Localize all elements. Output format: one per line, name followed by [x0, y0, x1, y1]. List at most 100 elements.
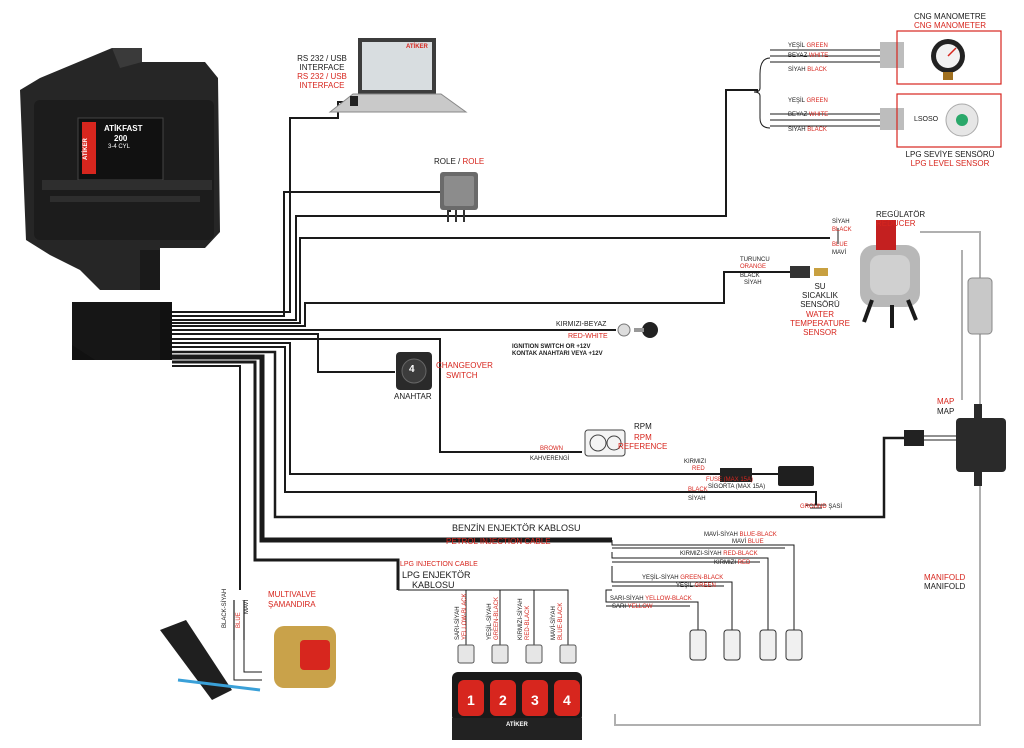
reducer-tr: REGÜLATÖR — [876, 210, 926, 219]
lpg-injector-wires — [398, 589, 569, 645]
ecu-model-3: 3-4 CYL — [108, 144, 131, 150]
multivalve-tr: ŞAMANDIRA — [268, 600, 316, 609]
rpm-label: RPM — [634, 422, 652, 431]
petrol-wire-4: KIRMIZI RED — [714, 560, 751, 566]
relay — [440, 172, 478, 222]
inj-wire-1-en: YELLOW-BLACK — [462, 593, 468, 640]
petrol-wire-1: MAVİ-SİYAH BLUE-BLACK — [704, 532, 777, 538]
cng-wire-green: YEŞİL GREEN — [788, 43, 828, 49]
map-tr: MAP — [937, 407, 955, 416]
inj-wire-3-tr: KIRMIZI-SİYAH — [518, 598, 524, 640]
water-tr-3: SENSÖRÜ — [800, 300, 840, 309]
lpg-injector-rail — [452, 672, 582, 740]
cng-wire-black: SİYAH BLACK — [788, 67, 827, 73]
multivalve-wire-1: BLACK-SİYAH — [222, 588, 228, 628]
injector-number-4: 4 — [563, 692, 571, 708]
interface-en-2: INTERFACE — [299, 81, 345, 90]
fuse-tr: SİGORTA (MAX 15A) — [708, 484, 766, 490]
cng-manometer-tr: CNG MANOMETRE — [914, 12, 986, 21]
petrol-wire-2: MAVİ BLUE — [732, 539, 764, 545]
ecu-unit — [20, 48, 220, 290]
injector-number-2: 2 — [499, 692, 507, 708]
gas-pipe — [614, 231, 981, 726]
petrol-cable-tr: BENZİN ENJEKTÖR KABLOSU — [452, 523, 581, 533]
fuse-kirmizi: KIRMIZI — [684, 459, 706, 465]
fuse-black: BLACK — [688, 487, 708, 493]
cng-manometer-en: CNG MANOMETER — [914, 21, 986, 30]
ignition-line-2: KONTAK ANAHTARI VEYA +12V — [512, 351, 603, 357]
gas-filter — [967, 277, 993, 335]
lpg-box — [896, 93, 1002, 148]
sensor-bracket — [753, 49, 900, 129]
map-en: MAP — [937, 397, 955, 406]
changeover-knob: 4 — [409, 364, 415, 375]
water-black: BLACK — [740, 273, 760, 279]
petrol-wire-5: YEŞİL-SİYAH GREEN-BLACK — [642, 575, 724, 581]
ignition-key — [642, 322, 658, 338]
lpg-sensor-device-text: LSOSO — [914, 116, 939, 123]
reducer-en: REDUCER — [876, 219, 916, 228]
inj-wire-1-tr: SARI-SİYAH — [455, 606, 461, 640]
fuse-en: FUSE (MAX 15A) — [706, 477, 754, 483]
rpm-brown: BROWN — [540, 446, 563, 452]
petrol-wires — [605, 540, 795, 630]
ignition-wire-tr: KIRMIZI-BEYAZ — [556, 321, 607, 328]
interface-tr-1: RS 232 / USB — [297, 54, 347, 63]
changeover-en-1: CHANGEOVER — [436, 361, 493, 370]
ignition-lock — [617, 323, 631, 337]
petrol-cable-en: PETROL INJECTION CABLE — [446, 537, 551, 546]
petrol-wire-6: YEŞİL GREEN — [676, 583, 716, 589]
map-sensor — [956, 418, 1006, 472]
changeover-en-2: SWITCH — [446, 371, 478, 380]
inj-wire-4-tr: MAVİ-SİYAH — [551, 606, 557, 640]
ecu-brand: ATİKER — [83, 138, 89, 160]
injector-number-3: 3 — [531, 692, 539, 708]
manifold-tr: MANIFOLD — [924, 582, 966, 591]
water-temp-connector — [790, 266, 810, 278]
lpg-sensor-tr: LPG SEVİYE SENSÖRÜ — [905, 150, 995, 159]
water-tr-1: SU — [814, 282, 826, 291]
water-en-2: TEMPERATURE — [790, 319, 850, 328]
lpg-sensor-en: LPG LEVEL SENSOR — [910, 159, 990, 168]
rpm-en-1: RPM — [634, 433, 652, 442]
lpg-cable-tr-2: KABLOSU — [412, 580, 455, 590]
ecu-model-1: ATİKFAST — [104, 124, 143, 133]
reducer-black: BLACK — [832, 227, 852, 233]
fuse-box — [778, 466, 814, 486]
interface-tr-2: INTERFACE — [299, 63, 345, 72]
reducer — [837, 220, 920, 328]
fuse-holder — [720, 468, 752, 482]
changeover-tr: ANAHTAR — [394, 392, 432, 401]
lpg-wire-black: SİYAH BLACK — [788, 127, 827, 133]
lpg-wire-green: YEŞİL GREEN — [788, 98, 828, 104]
multivalve-en: MULTIVALVE — [268, 590, 317, 599]
ignition-line-1: IGNITION SWITCH OR +12V — [512, 344, 591, 350]
fuse-red: RED — [692, 466, 705, 472]
manifold-en: MANIFOLD — [924, 573, 966, 582]
lpg-cable-tr-1: LPG ENJEKTÖR — [402, 570, 471, 580]
ignition-wire-en: RED-WHITE — [568, 333, 608, 340]
multivalve-wire-2: BLUE — [236, 612, 242, 628]
laptop — [328, 38, 468, 113]
water-orange: ORANGE — [740, 264, 767, 270]
interface-en-1: RS 232 / USB — [297, 72, 347, 81]
water-en-1: WATER — [806, 310, 834, 319]
role-label: ROLE / ROLE — [434, 157, 485, 166]
lpg-injector-plugs — [457, 644, 577, 664]
water-en-3: SENSOR — [803, 328, 837, 337]
fuse-siyah: SİYAH — [688, 496, 706, 502]
petrol-wire-7: SARI-SİYAH YELLOW-BLACK — [610, 596, 692, 602]
inj-wire-2-en: GREEN-BLACK — [494, 596, 500, 640]
petrol-wire-3: KIRMIZI-SİYAH RED-BLACK — [680, 551, 758, 557]
ecu-model-2: 200 — [114, 134, 128, 143]
petrol-injectors — [689, 629, 803, 661]
inj-wire-4-en: BLUE-BLACK — [558, 602, 564, 640]
water-tr-2: SICAKLIK — [801, 291, 838, 300]
laptop-logo: ATİKER — [406, 44, 428, 50]
inj-wire-3-en: RED-BLACK — [525, 605, 531, 640]
water-turuncu: TURUNCU — [740, 257, 770, 263]
inj-wire-2-tr: YEŞİL-SİYAH — [487, 603, 493, 640]
multivalve — [160, 620, 336, 700]
injector-brand: ATİKER — [506, 722, 528, 728]
